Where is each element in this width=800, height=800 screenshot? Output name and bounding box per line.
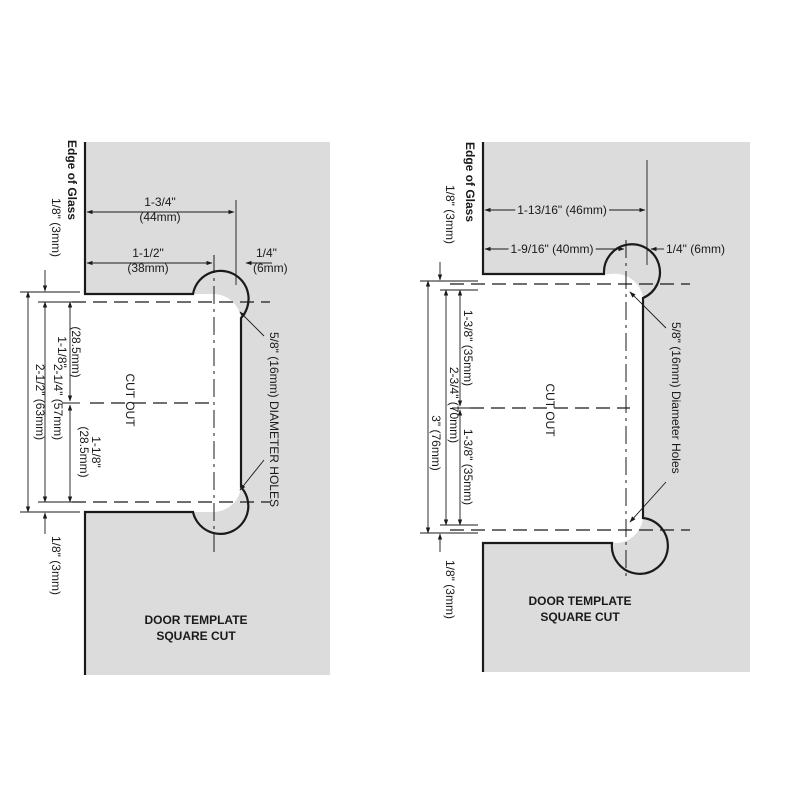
left-center: 2-1/4" (57mm) — [51, 364, 65, 440]
right-upper: 1-3/8" (35mm) — [461, 310, 475, 386]
left-dim-b-mm: (38mm) — [127, 261, 168, 275]
left-lower-mm: (28.5mm) — [77, 426, 91, 477]
left-top-gap: 1/8" (3mm) — [49, 198, 63, 257]
right-glass-panel — [483, 142, 750, 672]
left-bottom-gap: 1/8" (3mm) — [49, 536, 63, 595]
left-title-2: SQUARE CUT — [156, 629, 236, 643]
left-dim-b: 1-1/2" — [132, 246, 164, 260]
left-upper-mm: (28.5mm) — [69, 326, 83, 377]
left-template: 1-3/4" (44mm) 1-1/2" (38mm) 1/4" (6mm) 1… — [20, 140, 330, 675]
left-dim-right-mm: (6mm) — [253, 261, 288, 275]
left-dim-right: 1/4" — [256, 246, 277, 260]
right-center: 2-3/4" (70mm) — [447, 367, 461, 443]
left-overall: 2-1/2" (63mm) — [33, 364, 47, 440]
right-dim-a: 1-13/16" (46mm) — [517, 203, 607, 217]
left-cutout-outline — [83, 142, 250, 675]
left-holes-label: 5/8" (16mm) DIAMETER HOLES — [267, 332, 281, 507]
left-lower: 1-1/8" — [89, 436, 103, 468]
left-dim-a: 1-3/4" — [144, 195, 176, 209]
left-upper: 1-1/8" — [55, 336, 69, 368]
left-cutout-label: CUT OUT — [123, 373, 137, 427]
right-bottom-gap: 1/8" (3mm) — [443, 560, 457, 619]
right-cutout-label: CUT OUT — [543, 383, 557, 437]
right-edge-label: Edge of Glass — [463, 142, 477, 222]
right-dim-right: 1/4" (6mm) — [666, 242, 725, 256]
right-title-1: DOOR TEMPLATE — [528, 594, 631, 608]
right-template: 1-13/16" (46mm) 1-9/16" (40mm) 1/4" (6mm… — [420, 142, 750, 672]
right-overall: 3" (76mm) — [429, 415, 443, 471]
right-cutout-outline — [481, 142, 669, 672]
right-top-gap: 1/8" (3mm) — [443, 185, 457, 244]
left-edge-label: Edge of Glass — [65, 140, 79, 220]
right-lower: 1-3/8" (35mm) — [461, 429, 475, 505]
right-title-2: SQUARE CUT — [540, 610, 620, 624]
right-holes-label: 5/8" (16mm) Diameter Holes — [669, 322, 683, 474]
left-title-1: DOOR TEMPLATE — [144, 613, 247, 627]
left-glass-panel — [85, 142, 330, 675]
right-dim-b: 1-9/16" (40mm) — [511, 242, 594, 256]
left-dim-a-mm: (44mm) — [139, 210, 180, 224]
